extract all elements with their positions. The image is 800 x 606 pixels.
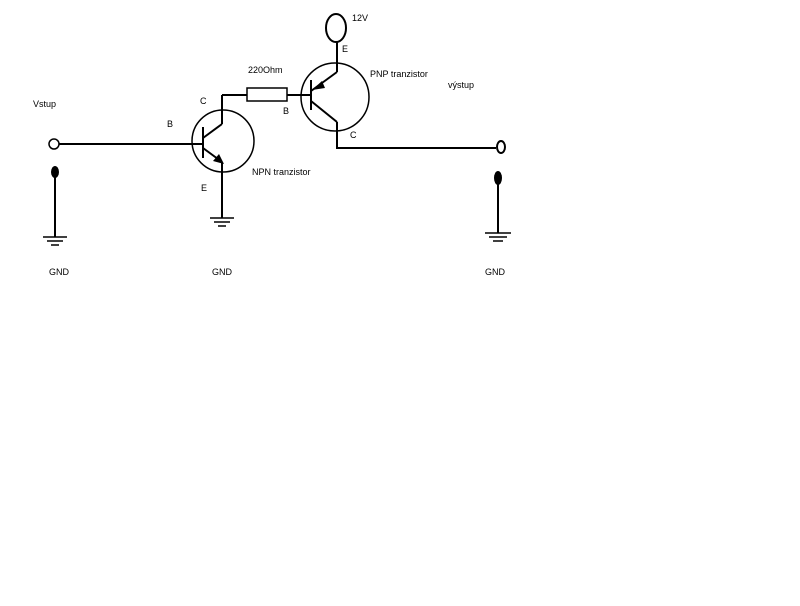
npn-name-label: NPN tranzistor	[252, 167, 311, 177]
input-ground-symbol	[43, 166, 67, 246]
gnd-label-output: GND	[485, 267, 506, 277]
pnp-transistor-symbol	[300, 62, 370, 132]
pnp-collector-label: C	[350, 130, 357, 140]
pnp-name-label: PNP tranzistor	[370, 69, 428, 79]
gnd-label-input: GND	[49, 267, 70, 277]
gnd-label-npn: GND	[212, 267, 233, 277]
npn-base-label: B	[167, 119, 173, 129]
output-wire	[336, 122, 496, 149]
output-label: výstup	[448, 80, 474, 90]
output-ground-symbol	[485, 171, 511, 242]
supply-terminal	[325, 13, 347, 43]
npn-ground-symbol	[210, 162, 234, 227]
output-terminal	[496, 140, 506, 154]
resistor	[246, 87, 288, 102]
npn-emitter-label: E	[201, 183, 207, 193]
pnp-emitter-label: E	[342, 44, 348, 54]
input-terminal	[48, 138, 60, 150]
supply-label: 12V	[352, 13, 368, 23]
input-label: Vstup	[33, 99, 56, 109]
resistor-label: 220Ohm	[248, 65, 283, 75]
pnp-base-label: B	[283, 106, 289, 116]
npn-collector-label: C	[200, 96, 207, 106]
